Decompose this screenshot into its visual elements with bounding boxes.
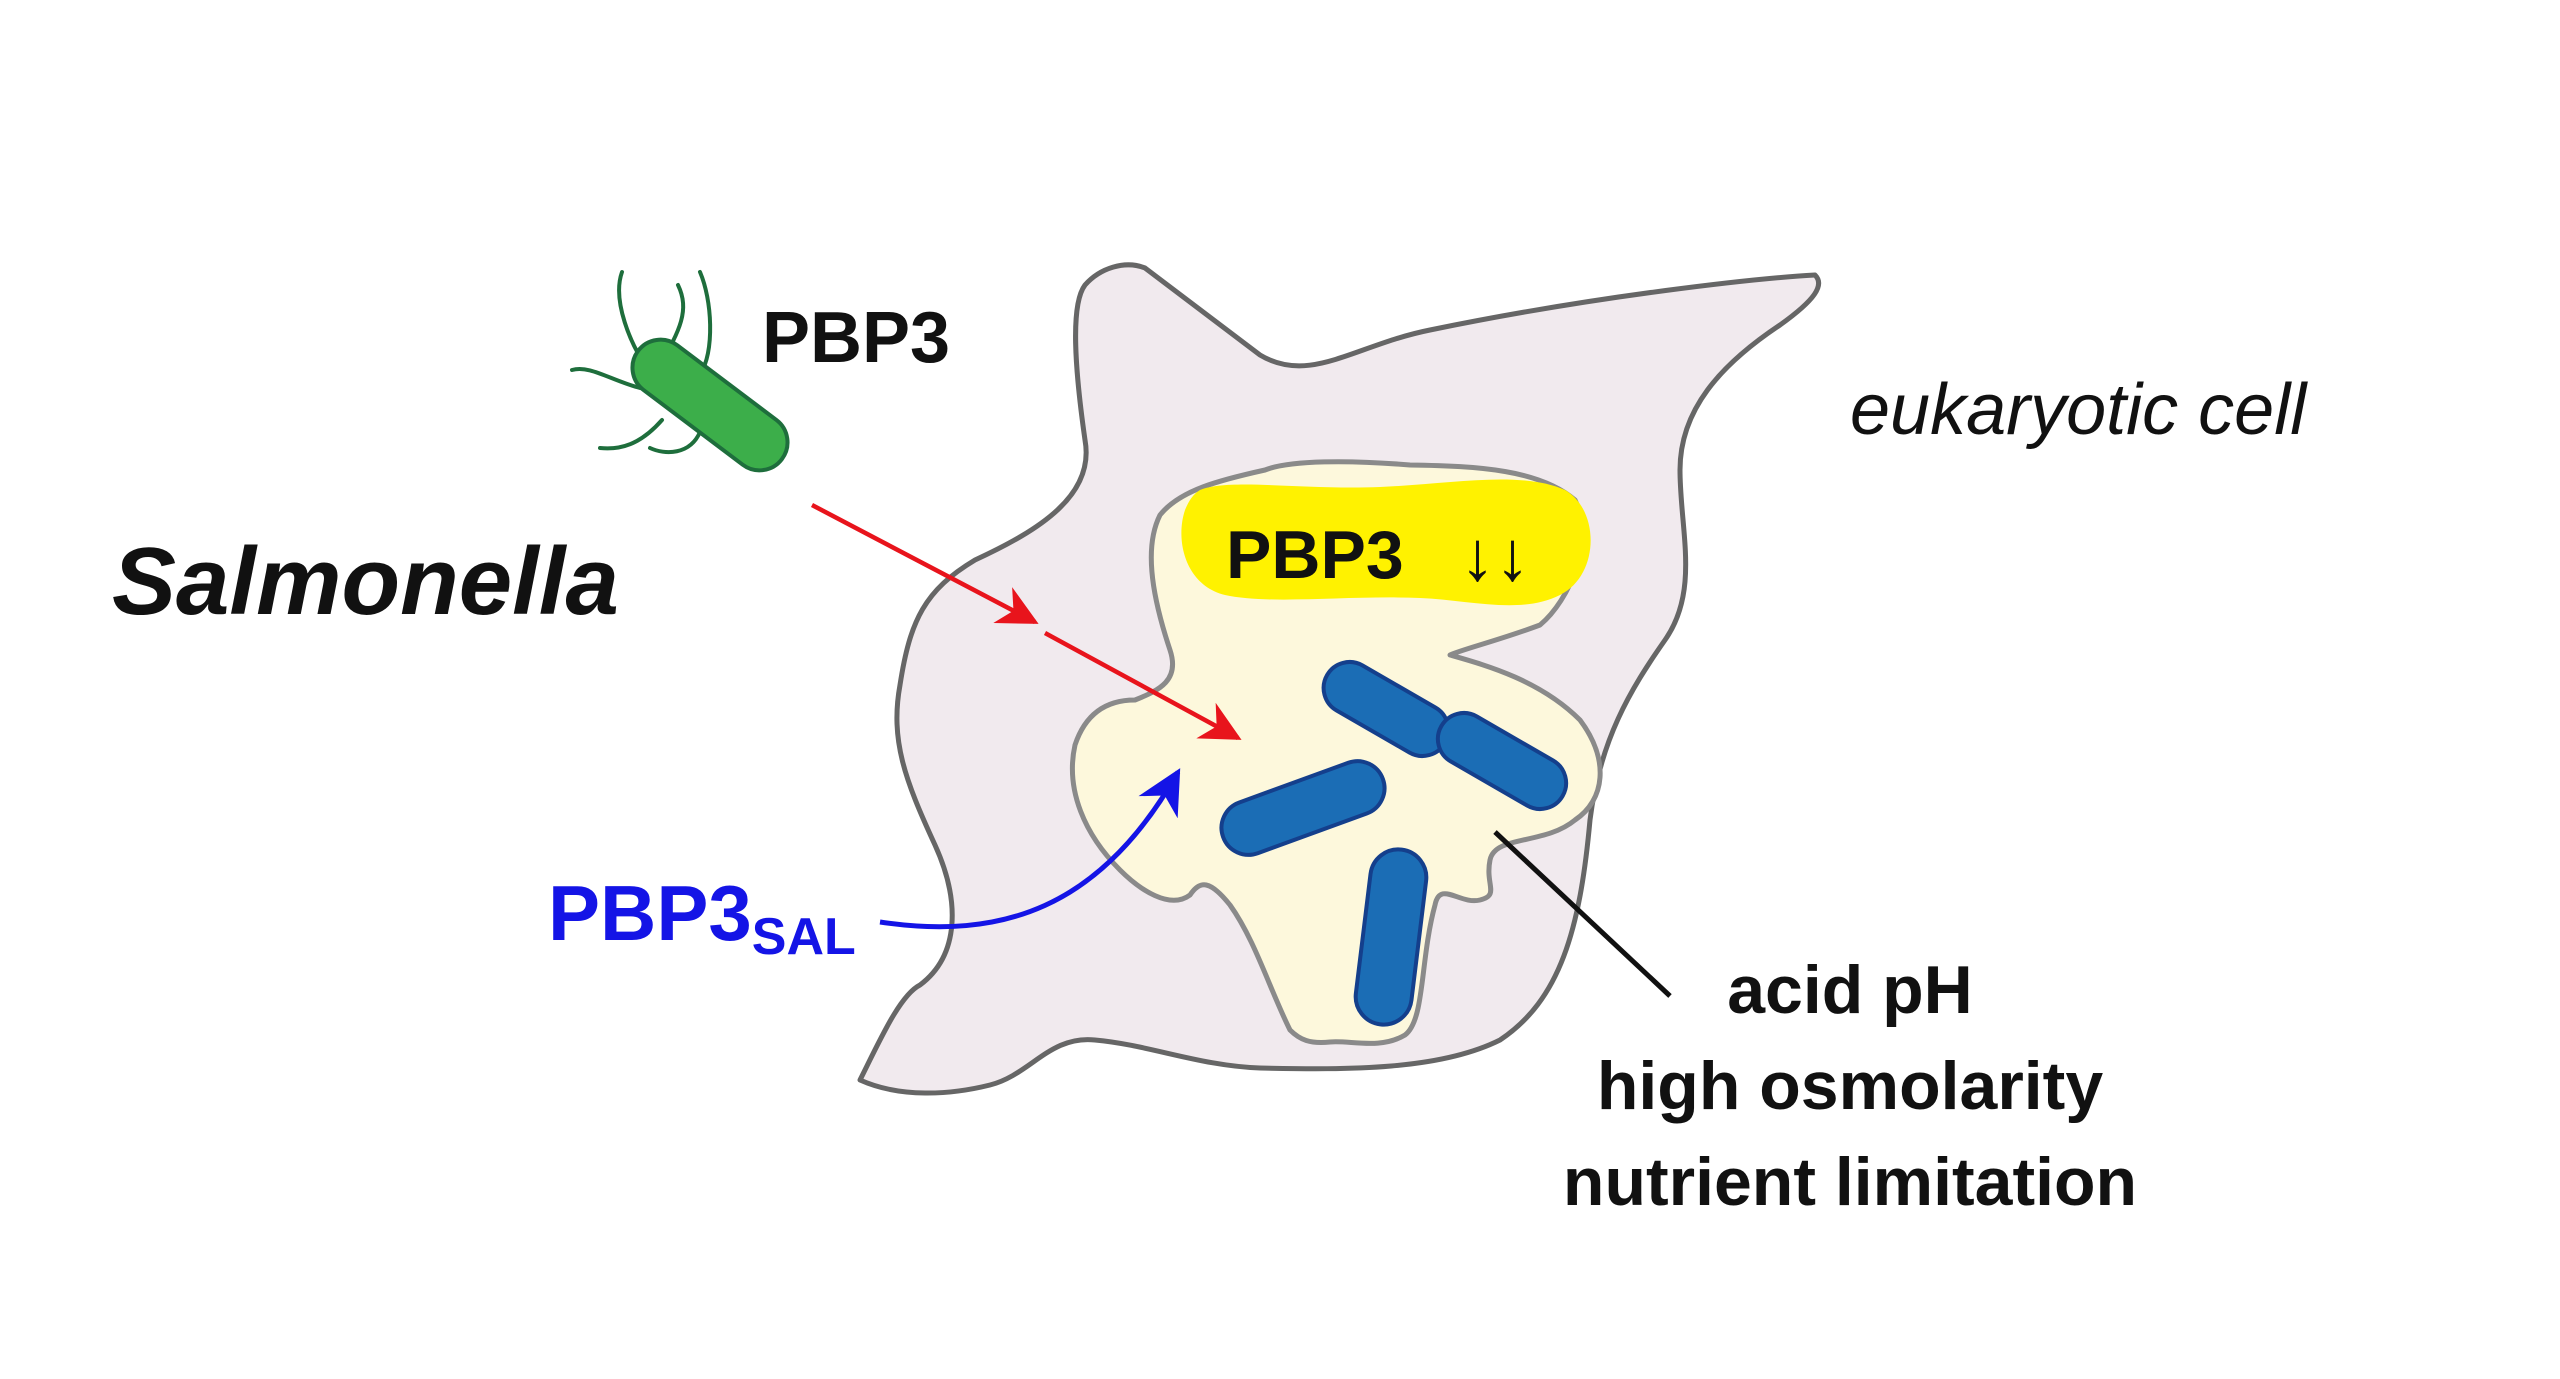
intracellular-bacteria [1219,660,1569,1027]
flagellum-6 [648,430,702,455]
pbp3-vacuole-label: PBP3 [1226,517,1404,593]
flagellum-5 [598,418,664,451]
green-bacterium-body [630,337,790,473]
condition-high-osmolarity: high osmolarity [1597,1048,2103,1124]
red-entry-arrow [810,503,1242,740]
condition-nutrient-limitation: nutrient limitation [1563,1144,2137,1220]
salmonella-bacterium [570,270,790,473]
pbp3sal-subscript: SAL [752,908,856,966]
blue-bacterium-3 [1219,759,1387,857]
down-arrows-icon: ↓↓ [1460,517,1530,595]
eukaryotic-cell-label: eukaryotic cell [1850,370,2308,450]
pbp3sal-label: PBP3SAL [548,869,856,966]
flagellum-4 [570,367,642,390]
condition-acid-ph: acid pH [1727,952,1973,1028]
pbp3-highlight-blob [1181,479,1591,606]
conditions-pointer-line [1493,830,1672,998]
blue-bacterium-2 [1435,711,1569,811]
pbp3-top-label: PBP3 [762,298,950,378]
flagellum-3 [698,270,713,377]
blue-bacterium-4 [1353,847,1429,1027]
pbp3sal-main: PBP3 [548,869,752,957]
salmonella-label: Salmonella [112,528,619,635]
blue-pbp3sal-arrow [879,768,1181,930]
vacuole-shape [1069,459,1603,1046]
